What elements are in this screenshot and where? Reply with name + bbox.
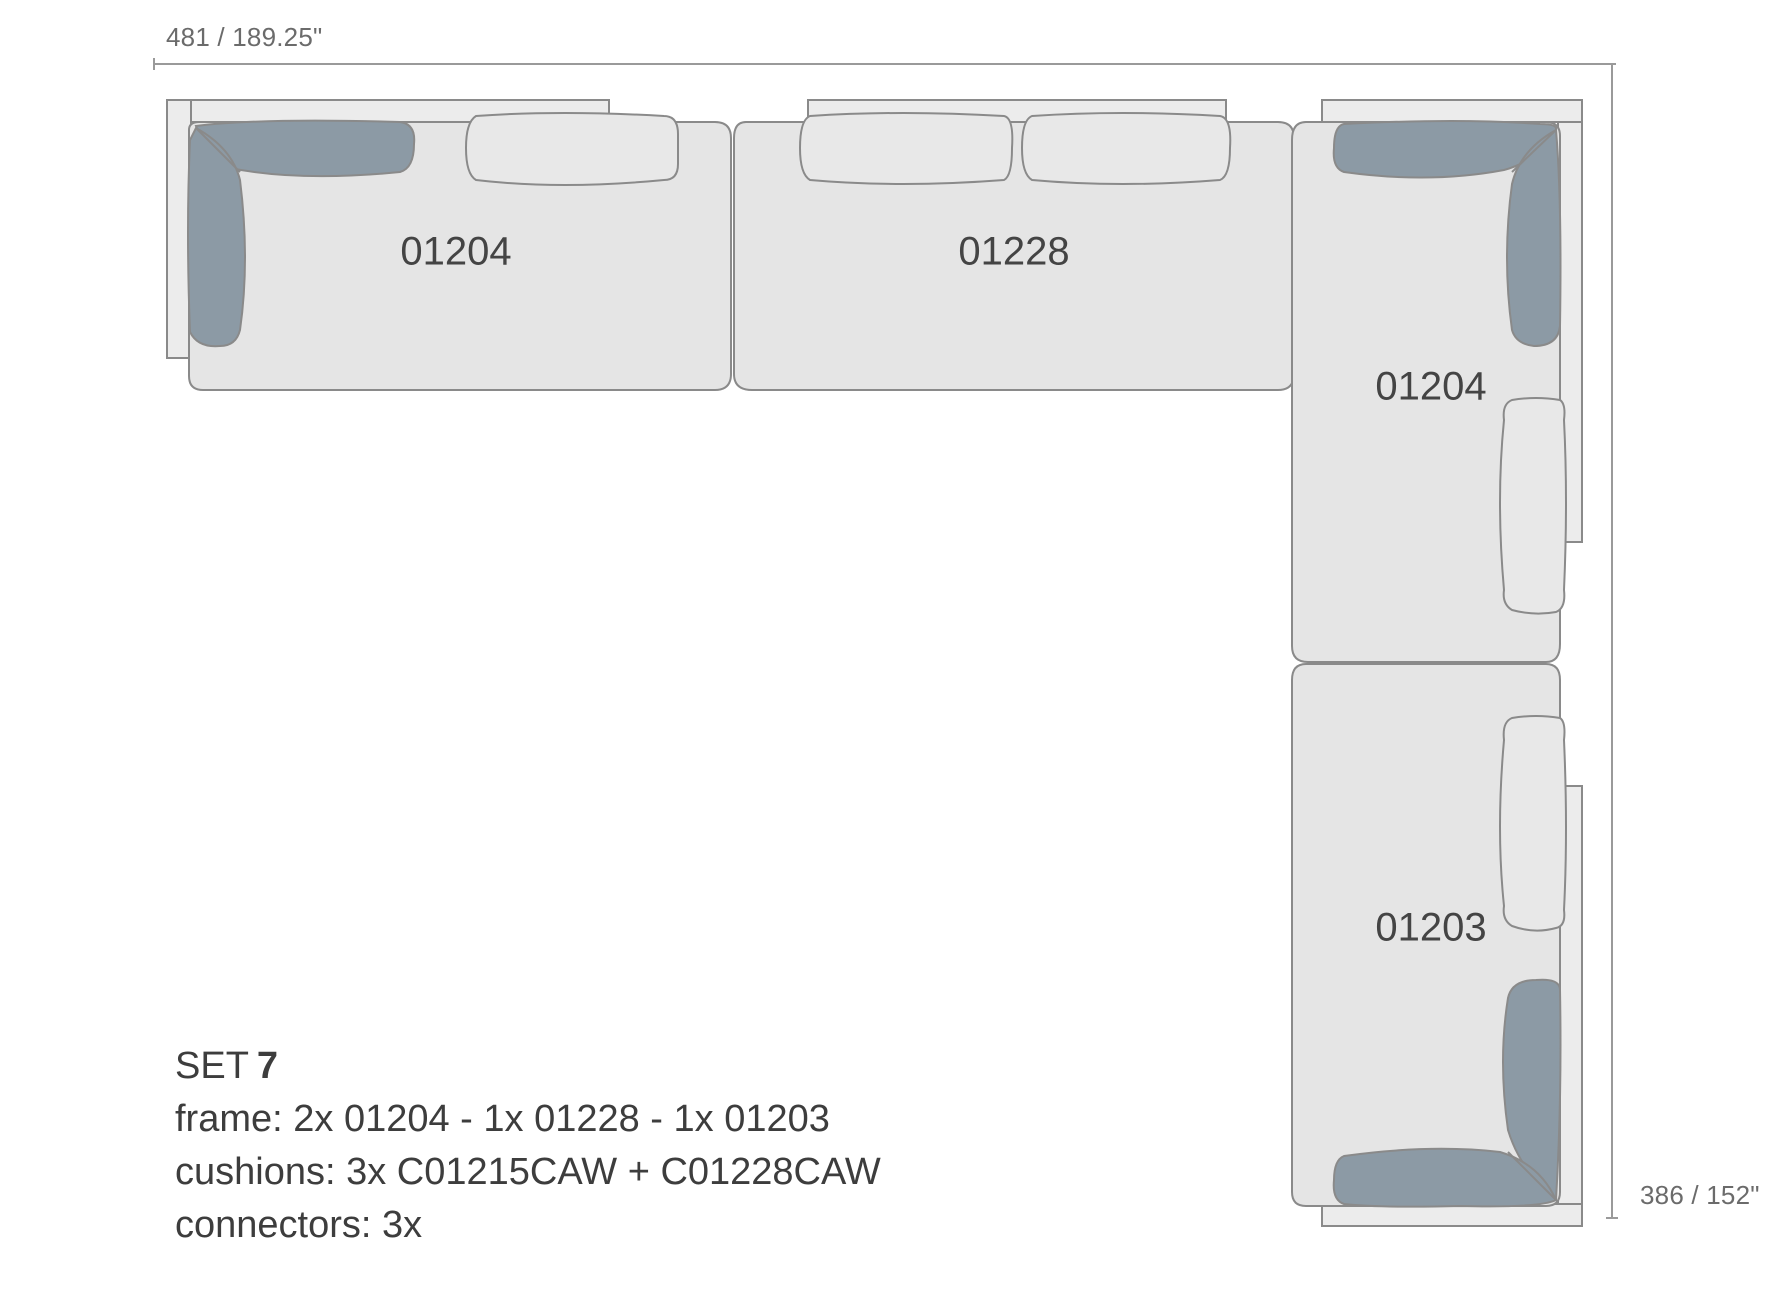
width-dimension-label: 481 / 189.25" [166, 22, 323, 52]
back-cushion-light [1499, 715, 1567, 932]
seat-base [1291, 121, 1561, 663]
module-01228-middle [733, 99, 1295, 391]
backrest-frame-left [166, 99, 192, 359]
back-cushion-dark-side [1506, 128, 1562, 348]
dimension-lines [153, 58, 1618, 1219]
seat-base [1291, 663, 1561, 1207]
cushion-crease [195, 127, 241, 173]
back-cushion-dark-side [187, 126, 246, 348]
back-cushion-light-left [798, 112, 1014, 185]
set-label: SET [175, 1045, 249, 1087]
module-01204-top-right [1291, 99, 1583, 663]
set-number: 7 [256, 1045, 279, 1087]
module-label: 01228 [958, 229, 1070, 274]
module-label: 01204 [1375, 364, 1487, 409]
seat-base [733, 121, 1295, 391]
back-cushion-dark-top [1332, 120, 1558, 179]
cushion-crease [1507, 1151, 1557, 1201]
seat-base [188, 121, 732, 391]
module-01203-bottom-right [1291, 663, 1583, 1227]
back-cushion-dark-bottom [1332, 1147, 1558, 1208]
frame-spec: frame: 2x 01204 - 1x 01228 - 1x 01203 [175, 1098, 830, 1140]
cushion-crease [1511, 129, 1557, 173]
module-01204-top-left [166, 99, 732, 391]
module-label: 01204 [400, 229, 512, 274]
cushions-spec: cushions: 3x C01215CAW + C01228CAW [175, 1151, 881, 1193]
backrest-frame-bottom [1321, 1203, 1583, 1227]
module-label: 01203 [1375, 905, 1487, 950]
connectors-spec: connectors: 3x [175, 1204, 423, 1246]
back-cushion-light [464, 112, 679, 186]
back-cushion-light-right [1020, 112, 1232, 185]
depth-dimension-label: 386 / 152" [1640, 1180, 1760, 1210]
back-cushion-light [1499, 397, 1567, 615]
backrest-frame-top [1321, 99, 1583, 123]
